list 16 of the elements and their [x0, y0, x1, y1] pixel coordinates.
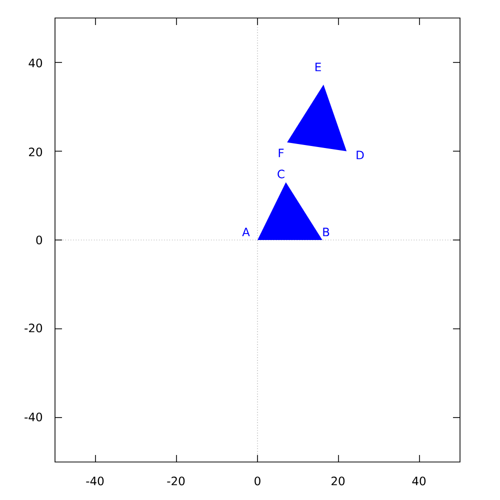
tick-label: 0: [254, 476, 260, 486]
tick-label: 40: [412, 476, 426, 486]
tick-label: -40: [86, 476, 104, 486]
tick-label: -40: [24, 412, 42, 422]
vertex-label: C: [278, 170, 284, 178]
vertex-label: E: [316, 62, 321, 72]
vertex-label: F: [278, 148, 284, 158]
tick-label: -20: [24, 324, 42, 332]
vertex-label: D: [356, 150, 364, 160]
tick-label: 40: [28, 58, 42, 68]
vertex-label: B: [323, 228, 330, 236]
vertex-label: A: [242, 228, 250, 236]
tick-label: 20: [29, 148, 42, 156]
tick-label: -20: [167, 476, 185, 486]
tick-label: 20: [332, 476, 345, 486]
tick-label: 0: [36, 236, 42, 244]
